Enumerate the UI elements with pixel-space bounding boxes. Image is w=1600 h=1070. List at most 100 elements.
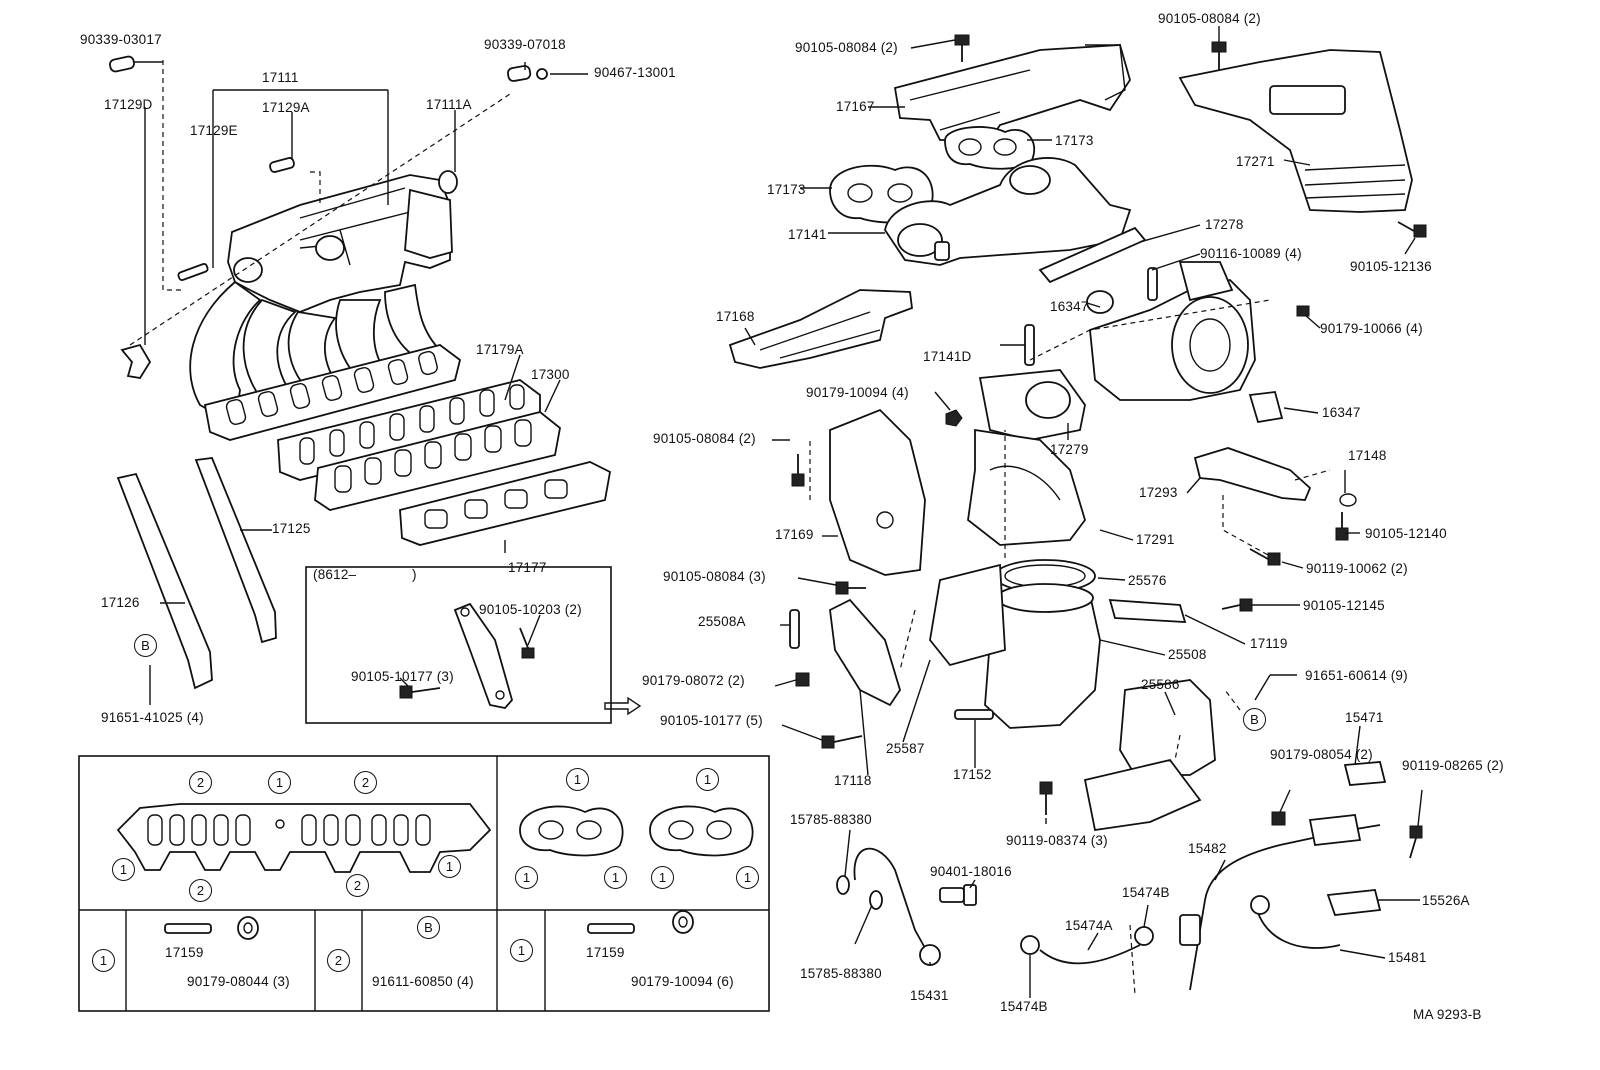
callout-label: 90105-08084 (3) — [663, 569, 766, 584]
callout-label: 15474B — [1122, 885, 1170, 900]
bolt-90119-10062 — [1249, 548, 1281, 566]
stud-17129E — [177, 263, 209, 281]
stud-90339-07018 — [507, 65, 548, 82]
stud-17129A — [269, 157, 295, 173]
fitting-17129D — [120, 343, 152, 379]
callout-label: 15785-88380 — [800, 966, 882, 981]
callout-label: 17291 — [1136, 532, 1175, 547]
washer-17148 — [1339, 493, 1357, 507]
callout-label: 17118 — [834, 773, 872, 788]
callout-label: 90339-03017 — [80, 32, 162, 47]
legend-mark-one: 1 — [651, 866, 674, 889]
reference-marker-b: B — [1243, 708, 1266, 731]
callout-label: 90119-08265 (2) — [1402, 758, 1504, 773]
union-bolt-90401-18016 — [939, 884, 977, 906]
dashed-lines — [129, 60, 1331, 996]
nut-90179-08054 — [1271, 811, 1286, 826]
callout-label: 90105-12140 — [1365, 526, 1447, 541]
callout-label: 17179A — [476, 342, 524, 357]
elbow-17291 — [967, 428, 1086, 546]
stud-25508A — [789, 609, 800, 649]
callout-label: 17111A — [426, 97, 472, 112]
callout-label: 17141 — [788, 227, 827, 242]
callout-label: 17141D — [923, 349, 972, 364]
legend-part-number: 17159 — [586, 945, 625, 960]
bolt-90105-10177-5 — [821, 735, 863, 749]
callout-label: 17293 — [1139, 485, 1178, 500]
legend-part-number: 91611-60850 (4) — [372, 974, 474, 989]
bolt-90119-08265 — [1409, 825, 1423, 859]
legend-mark-two: 2 — [354, 771, 377, 794]
diagram-code: MA 9293-B — [1413, 1007, 1482, 1022]
legend-stud-a — [164, 923, 212, 934]
callout-label: 15482 — [1188, 841, 1227, 856]
bolt-90105-12145 — [1221, 598, 1253, 612]
legend-mark-one: 1 — [566, 768, 589, 791]
bolt-90105-08084-top — [954, 34, 970, 62]
legend-part-number: 90179-10094 (6) — [631, 974, 734, 989]
callout-label: 16347 — [1050, 299, 1089, 314]
legend-mark-one: 1 — [112, 858, 135, 881]
stud-90116-10089 — [1147, 267, 1158, 301]
legend-exhaust-gasket — [519, 805, 754, 857]
callout-label: 17168 — [716, 309, 755, 324]
callout-label: 25508A — [698, 614, 746, 629]
callout-label: 90105-12145 — [1303, 598, 1385, 613]
callout-label: 17125 — [272, 521, 311, 536]
flange-15482-top — [1308, 814, 1362, 846]
legend-stud-b — [587, 923, 635, 934]
bolt-90105-08084-topright — [1211, 41, 1227, 70]
callout-label: 90105-08084 (2) — [653, 431, 756, 446]
legend-mark-one: 1 — [604, 866, 627, 889]
callout-label: 25587 — [886, 741, 925, 756]
callout-label: ) — [412, 567, 417, 582]
callout-label: 17152 — [953, 767, 992, 782]
callout-label: 17119 — [1250, 636, 1288, 651]
legend-mark-one: 1 — [696, 768, 719, 791]
flange-15526A — [1326, 889, 1382, 916]
callout-label: (8612– — [313, 567, 357, 582]
bolt-90119-08374 — [1039, 781, 1053, 815]
callout-label: 90116-10089 (4) — [1200, 246, 1302, 261]
legend-intake-gasket — [116, 803, 492, 873]
turbo-elbow-17279 — [978, 369, 1086, 441]
callout-label: 17129D — [104, 97, 153, 112]
legend-part-number: 17159 — [165, 945, 204, 960]
callout-label: 90119-08374 (3) — [1006, 833, 1108, 848]
legend-part-number: 90179-08044 (3) — [187, 974, 290, 989]
callout-label: 90105-08084 (2) — [1158, 11, 1261, 26]
nut-90179-08072 — [795, 672, 810, 687]
callout-label: 90105-12136 — [1350, 259, 1432, 274]
bracket-15471 — [1343, 761, 1387, 786]
hose-15481 — [1250, 895, 1341, 949]
insulator-25586 — [1083, 679, 1216, 832]
callout-label: 90179-08072 (2) — [642, 673, 745, 688]
gasket-16347-side — [1248, 391, 1284, 424]
callout-label: 17169 — [775, 527, 814, 542]
callout-label: 90105-10177 (5) — [660, 713, 763, 728]
callout-label: 90401-18016 — [930, 864, 1012, 879]
reference-marker-b: B — [417, 916, 440, 939]
gasket-17173-b — [944, 126, 1036, 170]
legend-mark-one: 1 — [268, 771, 291, 794]
callout-label: 15474B — [1000, 999, 1048, 1014]
heat-insulator-25587 — [929, 563, 1006, 667]
hose-15474A — [1039, 944, 1141, 965]
callout-label: 25576 — [1128, 573, 1167, 588]
arrow-icon — [604, 696, 642, 716]
gasket-15785-88380-a — [836, 875, 850, 895]
bolt-90105-08084-mid — [791, 454, 805, 487]
hose-17119 — [1108, 599, 1187, 623]
callout-label: 90105-10203 (2) — [479, 602, 582, 617]
callout-label: 15526A — [1422, 893, 1470, 908]
legend-nut-a — [237, 916, 259, 940]
heat-insulator-17271 — [1178, 49, 1413, 213]
callout-label: 25508 — [1168, 647, 1207, 662]
nut-90179-10066 — [1296, 305, 1310, 317]
legend-mark-one: 1 — [515, 866, 538, 889]
callout-label: 17271 — [1236, 154, 1275, 169]
callout-label: 17129E — [190, 123, 238, 138]
callout-label: 91651-41025 (4) — [101, 710, 204, 725]
legend-nut-b — [672, 910, 694, 934]
callout-label: 91651-60614 (9) — [1305, 668, 1408, 683]
